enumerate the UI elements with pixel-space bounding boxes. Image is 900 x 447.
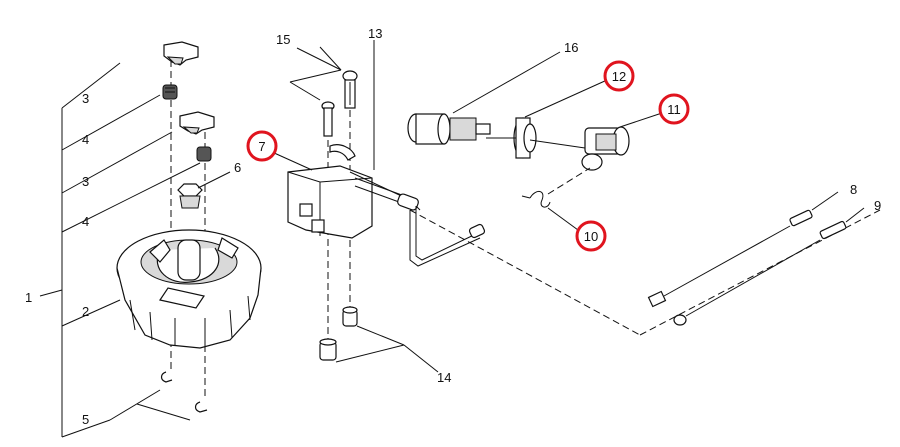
spring-upper <box>162 84 178 100</box>
cable-9 <box>673 220 847 326</box>
highlight-callout-7: 7 <box>246 130 278 162</box>
callout-13: 13 <box>368 26 382 41</box>
callout-12: 12 <box>612 69 626 84</box>
bracket-group-1 <box>39 62 201 438</box>
circlip-a <box>160 371 173 383</box>
pawl-upper <box>163 41 199 66</box>
callout-11: 11 <box>667 102 681 117</box>
highlight-ring-11 <box>658 93 690 125</box>
spacer-b <box>319 338 337 361</box>
seal-ring-12 <box>513 117 537 159</box>
circlip-b <box>194 401 208 413</box>
wire-rod <box>354 177 486 267</box>
highlight-callout-11: 11 <box>658 93 690 125</box>
switch-module <box>287 144 421 239</box>
cable-8 <box>647 209 813 308</box>
highlight-ring-10 <box>575 220 607 252</box>
callout-14: 14 <box>437 370 451 385</box>
callout-15: 15 <box>276 32 290 47</box>
highlight-callout-12: 12 <box>603 60 635 92</box>
callout-2: 2 <box>82 304 89 319</box>
highlight-ring-12 <box>603 60 635 92</box>
callout-1: 1 <box>25 290 32 305</box>
callout-16: 16 <box>564 40 578 55</box>
small-spring-10 <box>521 191 551 208</box>
callout-7: 7 <box>258 139 265 154</box>
valve-body-16 <box>407 113 491 145</box>
callout-8: 8 <box>850 182 857 197</box>
bolt-short <box>321 101 335 137</box>
callout-4a: 4 <box>82 132 89 147</box>
bolt-long <box>342 70 358 109</box>
callout-3a: 3 <box>82 91 89 106</box>
nut-6 <box>177 183 203 209</box>
flywheel <box>116 229 262 349</box>
pawl-lower <box>179 111 215 135</box>
valve-cap-11 <box>581 126 630 171</box>
callout-9: 9 <box>874 198 881 213</box>
spacer-a <box>342 306 358 327</box>
callout-10: 10 <box>584 229 598 244</box>
spring-lower <box>196 146 212 162</box>
callout-6: 6 <box>234 160 241 175</box>
callout-4b: 4 <box>82 214 89 229</box>
highlight-callout-10: 10 <box>575 220 607 252</box>
callout-5: 5 <box>82 412 89 427</box>
callout-3b: 3 <box>82 174 89 189</box>
highlight-ring-7 <box>246 130 278 162</box>
